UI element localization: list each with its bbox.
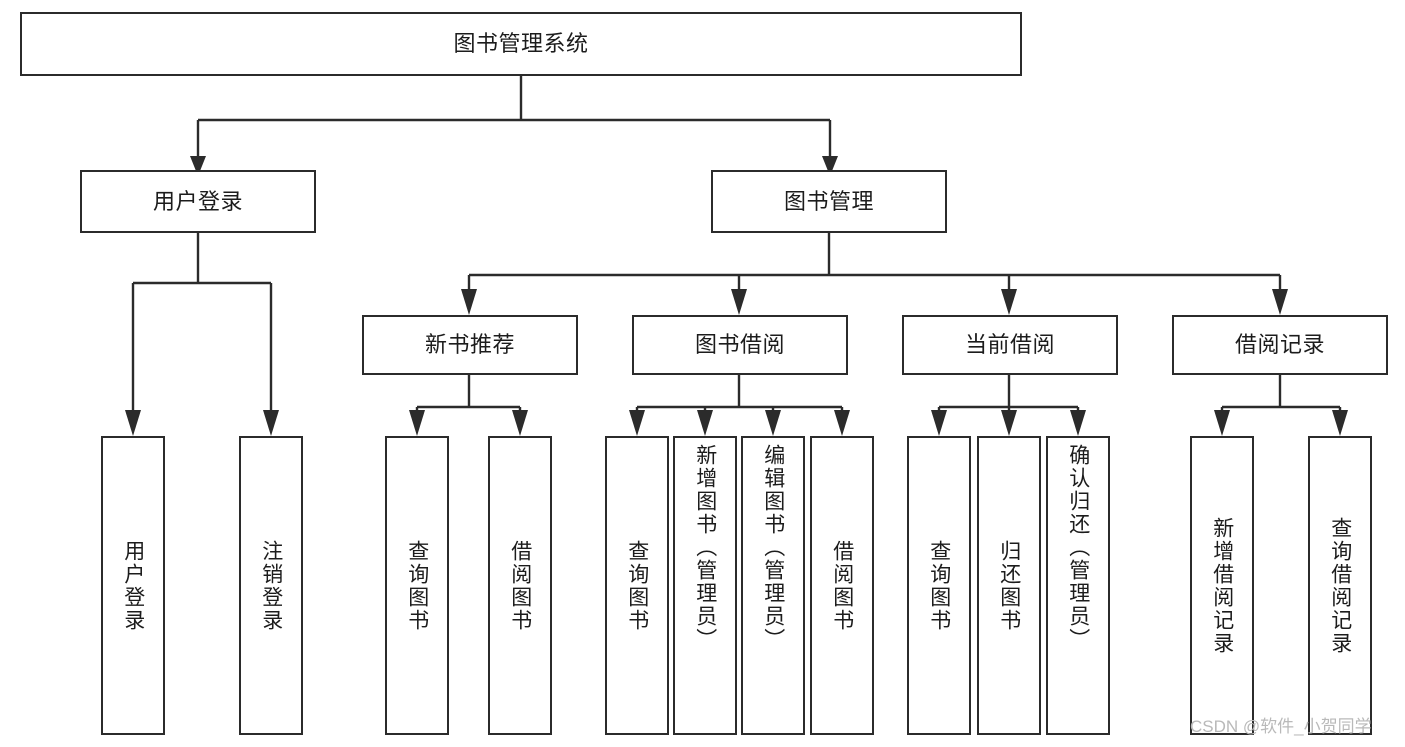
leaf-user-login[interactable]: 用户登录	[101, 436, 165, 735]
watermark: CSDN @软件_小贺同学	[1190, 717, 1372, 736]
node-root-label: 图书管理系统	[453, 31, 589, 56]
leaf-return-book[interactable]: 归还图书	[977, 436, 1041, 735]
leaf-user-logout[interactable]: 注销登录	[239, 436, 303, 735]
leaf-borrow-book-2-label: 借阅图书	[830, 539, 854, 632]
leaf-query-borrow-record-label: 查询借阅记录	[1328, 516, 1352, 655]
node-borrow-record-label: 借阅记录	[1234, 332, 1325, 357]
leaf-edit-book[interactable]: 编辑图书（管理员）	[741, 436, 805, 735]
leaf-query-borrow-record[interactable]: 查询借阅记录	[1308, 436, 1372, 735]
leaf-add-book-label: 新增图书（管理员）	[693, 444, 717, 651]
leaf-add-borrow-record[interactable]: 新增借阅记录	[1190, 436, 1254, 735]
leaf-query-book-1-label: 查询图书	[405, 539, 429, 632]
leaf-borrow-book-2[interactable]: 借阅图书	[810, 436, 874, 735]
leaf-user-login-label: 用户登录	[121, 539, 145, 632]
leaf-add-borrow-record-label: 新增借阅记录	[1210, 516, 1234, 655]
leaf-edit-book-label: 编辑图书（管理员）	[761, 444, 785, 651]
node-book-borrow[interactable]: 图书借阅	[632, 315, 848, 375]
node-user-login-label: 用户登录	[152, 188, 243, 214]
leaf-add-book[interactable]: 新增图书（管理员）	[673, 436, 737, 735]
leaf-borrow-book-1[interactable]: 借阅图书	[488, 436, 552, 735]
leaf-return-book-label: 归还图书	[997, 539, 1021, 632]
node-root[interactable]: 图书管理系统	[20, 12, 1022, 76]
node-book-borrow-label: 图书借阅	[694, 332, 785, 357]
leaf-query-book-3-label: 查询图书	[927, 539, 951, 632]
node-user-login[interactable]: 用户登录	[80, 170, 316, 233]
node-current-borrow[interactable]: 当前借阅	[902, 315, 1118, 375]
leaf-borrow-book-1-label: 借阅图书	[508, 539, 532, 632]
node-new-book-recommend[interactable]: 新书推荐	[362, 315, 578, 375]
leaf-user-logout-label: 注销登录	[259, 539, 283, 632]
leaf-query-book-3[interactable]: 查询图书	[907, 436, 971, 735]
leaf-confirm-return-label: 确认归还（管理员）	[1066, 444, 1090, 651]
leaf-query-book-2-label: 查询图书	[625, 539, 649, 632]
leaf-query-book-1[interactable]: 查询图书	[385, 436, 449, 735]
node-new-book-recommend-label: 新书推荐	[424, 332, 515, 357]
node-borrow-record[interactable]: 借阅记录	[1172, 315, 1388, 375]
node-book-manage-label: 图书管理	[783, 188, 874, 214]
node-book-manage[interactable]: 图书管理	[711, 170, 947, 233]
leaf-query-book-2[interactable]: 查询图书	[605, 436, 669, 735]
leaf-confirm-return[interactable]: 确认归还（管理员）	[1046, 436, 1110, 735]
node-current-borrow-label: 当前借阅	[964, 332, 1055, 357]
